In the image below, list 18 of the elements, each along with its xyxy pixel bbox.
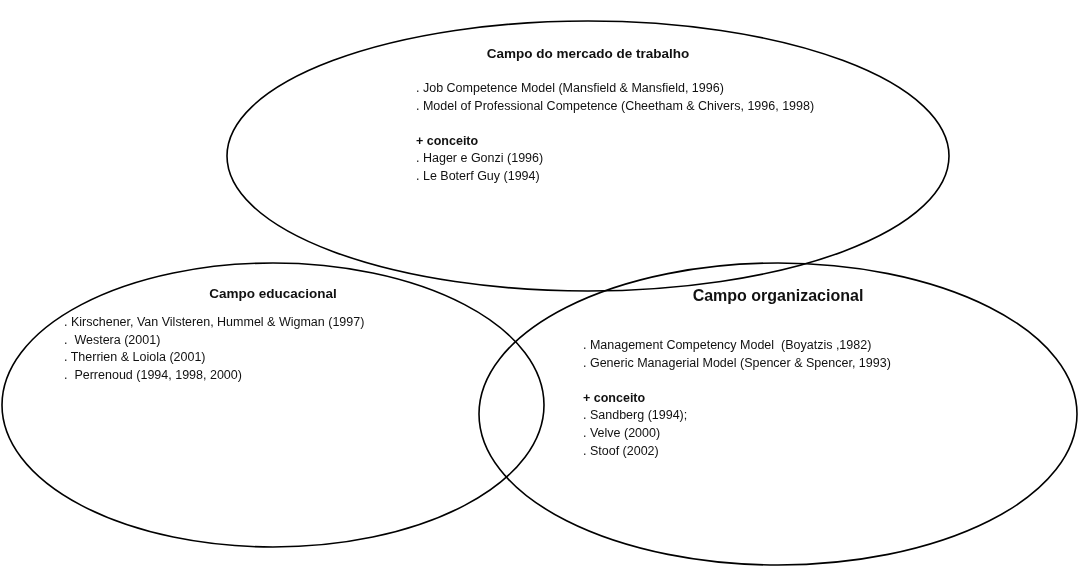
list-item: . Job Competence Model (Mansfield & Mansfield, 1996) (416, 80, 724, 96)
list-item: . Kirschener, Van Vilsteren, Hummel & Wigman (1997) (64, 314, 365, 330)
list-item: . Generic Managerial Model (Spencer & Spencer, 1993) (583, 354, 891, 371)
list-item: . Management Competency Model (Boyatzis ,1982) (583, 337, 872, 353)
list-item: . Le Boterf Guy (1994) (416, 168, 540, 184)
list-item: . Westera (2001) (64, 331, 161, 348)
list-item: . Velve (2000) (583, 425, 661, 441)
subheading: + conceito (583, 389, 646, 406)
list-item: . Sandberg (1994); (583, 407, 688, 424)
subheading: + conceito (416, 132, 479, 149)
heading: Campo do mercado de trabalho (486, 45, 690, 63)
list-item: . Hager e Gonzi (1996) (416, 150, 544, 167)
list-item: . Perrenoud (1994, 1998, 2000) (64, 366, 242, 383)
heading: Campo organizacional (692, 287, 864, 305)
list-item: . Stoof (2002) (583, 442, 659, 459)
heading: Campo educacional (209, 285, 337, 303)
list-item: . Therrien & Loiola (2001) (64, 349, 206, 366)
list-item: . Model of Professional Competence (Cheetham & Chivers, 1996, 1998) (416, 97, 815, 114)
